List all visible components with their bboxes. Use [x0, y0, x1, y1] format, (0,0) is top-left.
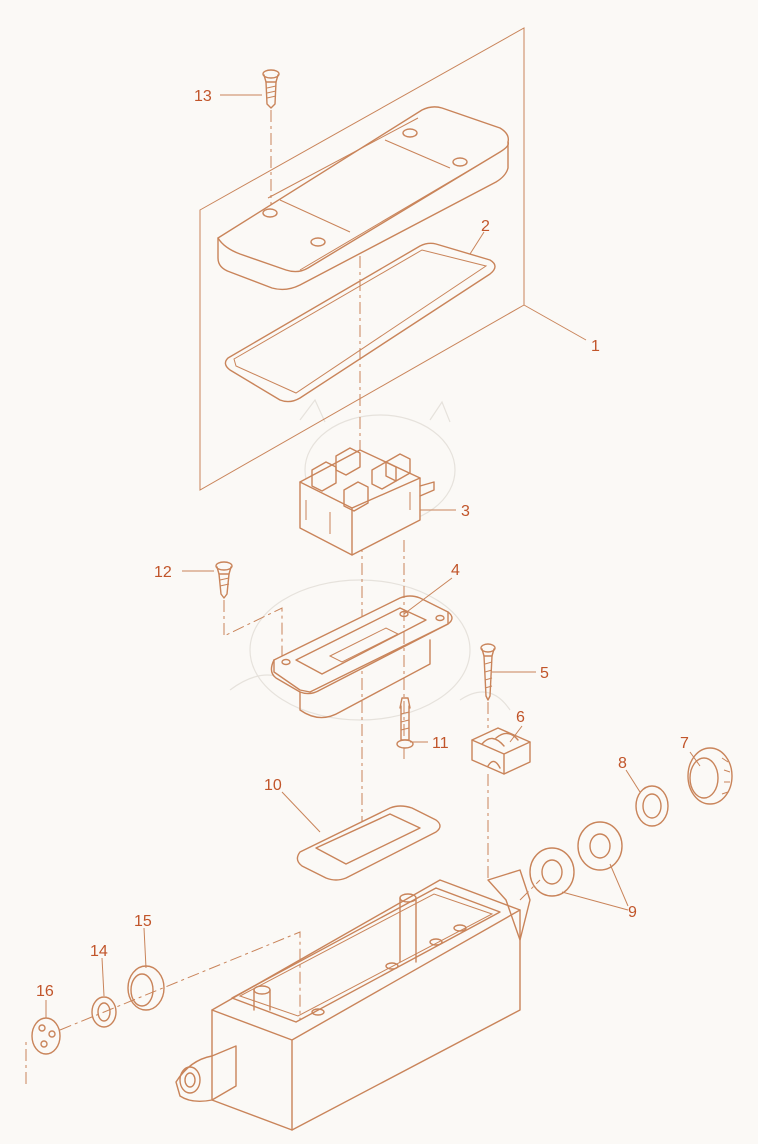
callout-16: 16 [36, 983, 54, 1000]
part-4-mounting-plate [270, 540, 453, 760]
callout-15: 15 [134, 913, 152, 930]
cover-lid [217, 106, 510, 291]
callout-6: 6 [516, 709, 525, 726]
left-axis [25, 931, 301, 1084]
leader-lines [45, 94, 701, 1018]
callout-10: 10 [264, 777, 282, 794]
callout-11: 11 [432, 735, 449, 752]
part-6-clamp [471, 702, 531, 880]
part-9-sleeves [519, 821, 623, 901]
callout-9: 9 [628, 904, 637, 921]
callout-4: 4 [451, 562, 460, 579]
callout-3: 3 [461, 503, 470, 520]
part-2-gasket [224, 242, 496, 403]
part-15-gland-nut [127, 965, 165, 1011]
part-16-plug [31, 1017, 61, 1055]
callout-7: 7 [680, 735, 689, 752]
part-12-screw [215, 561, 283, 676]
part-3-switch-block [299, 447, 435, 556]
callout-8: 8 [618, 755, 627, 772]
callout-12: 12 [154, 564, 172, 581]
callout-14: 14 [90, 943, 108, 960]
part-8-washer [635, 785, 669, 827]
part-10-bottom-gasket [296, 805, 441, 881]
callout-13: 13 [194, 88, 212, 105]
part-5-screw [480, 643, 496, 701]
callout-1: 1 [591, 338, 600, 355]
callout-2: 2 [481, 218, 490, 235]
part-11-screw [396, 697, 414, 749]
callout-5: 5 [540, 665, 549, 682]
enclosure-housing [175, 869, 531, 1131]
part-7-gland-nut [687, 747, 733, 805]
part-13-screw [262, 69, 280, 210]
callout-labels: 13 2 1 3 4 12 5 6 7 11 8 10 9 15 14 16 [36, 88, 689, 1000]
